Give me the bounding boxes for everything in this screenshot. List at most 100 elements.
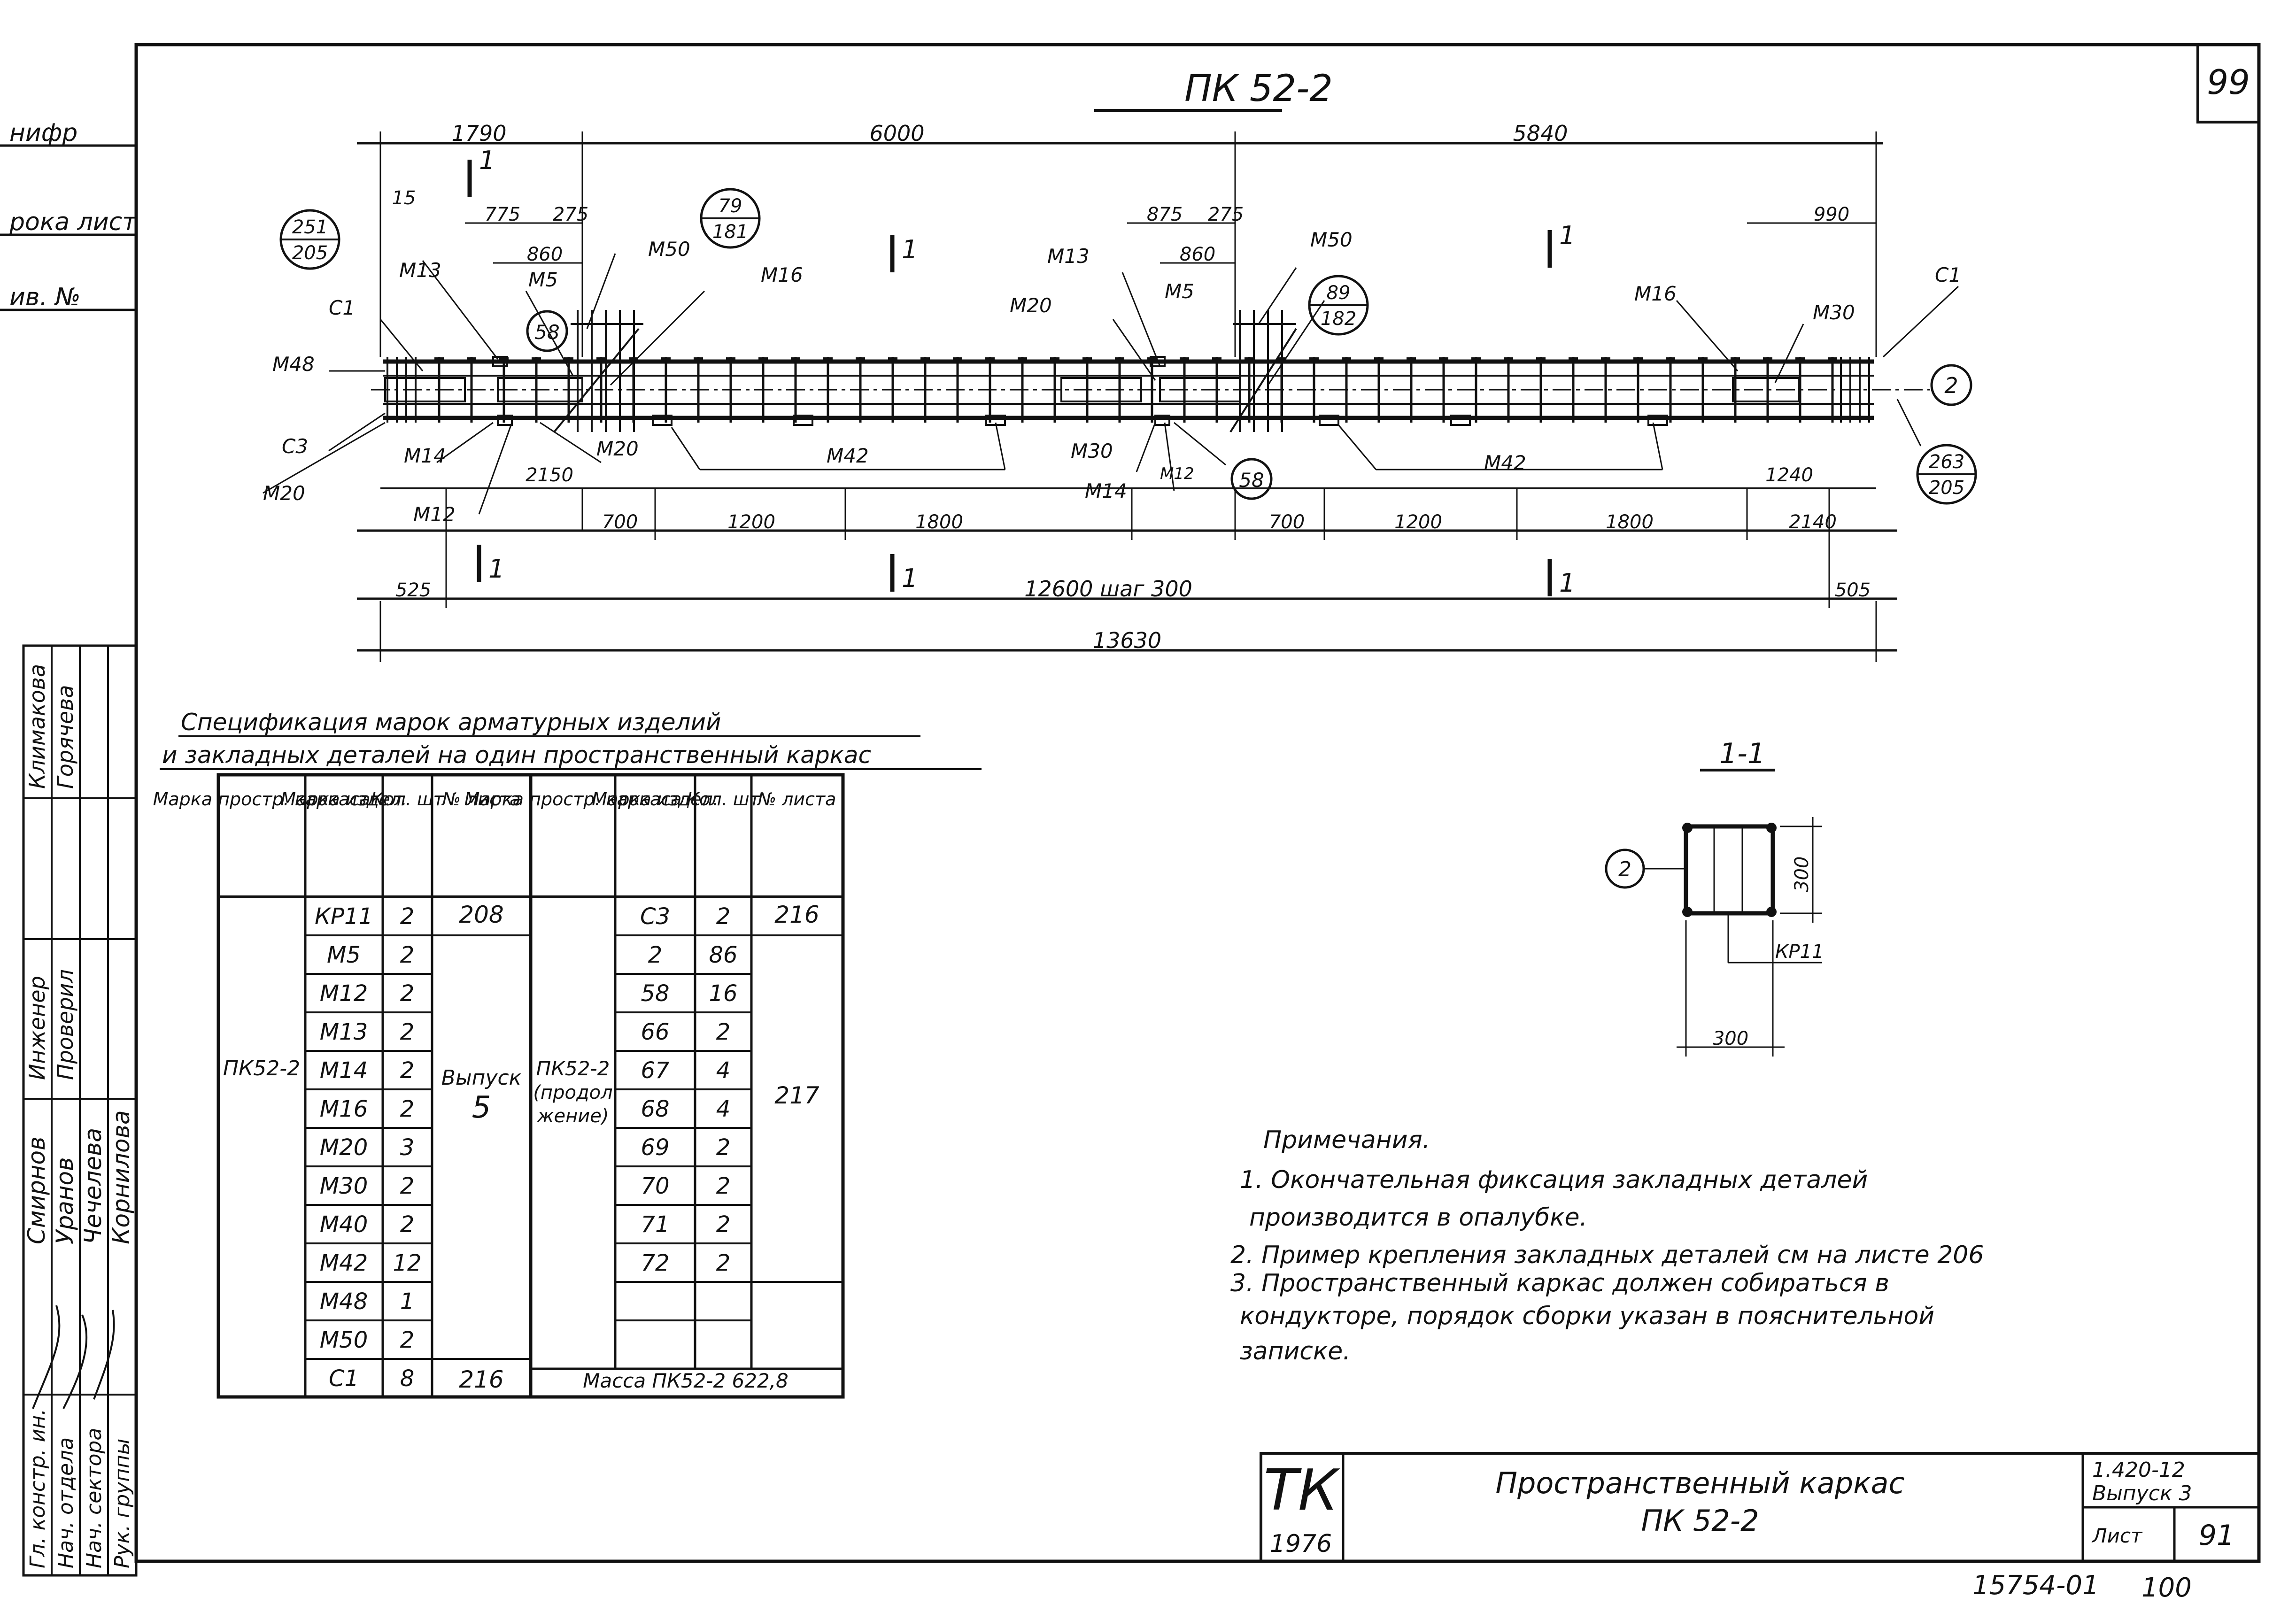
left-row-qty: 8: [400, 1365, 415, 1392]
doc-title-1: Пространственный каркас: [1495, 1466, 1904, 1500]
left-row-qty: 2: [400, 903, 415, 930]
doc-title-2: ПК 52-2: [1641, 1504, 1759, 1538]
left-row-mark: М5: [327, 942, 361, 968]
drawing-title: ПК 52-2: [1094, 68, 1333, 112]
dim-b2-5: 1200: [1394, 511, 1442, 533]
dim-b3-3: 505: [1835, 579, 1871, 601]
bubble-axis-2: 2: [1930, 364, 1972, 406]
stub-label-2: рока лист: [9, 208, 137, 236]
bubble-58-a: 58: [526, 310, 568, 352]
right-sheet-rest: 217: [774, 1082, 819, 1109]
right-row-mark: 72: [641, 1250, 669, 1276]
right-row-qty: 2: [716, 1019, 731, 1045]
left-row-mark: М13: [320, 1019, 368, 1045]
right-row-mark: 69: [641, 1134, 669, 1161]
section-mark-1: 1: [479, 146, 495, 175]
mark-label: М42: [827, 444, 869, 467]
org-year: 1976: [1270, 1530, 1332, 1558]
dim-row3-1: 860: [527, 244, 563, 265]
dim-b2-6: 1800: [1606, 511, 1654, 533]
dim-b2-7: 2140: [1789, 511, 1837, 533]
stub-label-1: нифр: [9, 119, 77, 147]
left-row-mark: М40: [320, 1211, 368, 1238]
leader-lines: [263, 253, 1959, 515]
archive-code: 15754-01: [1972, 1570, 2099, 1601]
section-mark-2: 1: [902, 235, 918, 264]
left-row-qty: 2: [400, 1173, 415, 1199]
hdr-qty-2: Кол. шт: [687, 789, 760, 810]
mark-label: М16: [761, 263, 803, 286]
series: 1.420-12: [2092, 1458, 2185, 1482]
signature-block: Гл. констр. ин. Нач. отдела Нач. сектора…: [22, 644, 138, 1577]
left-row-mark: М48: [320, 1288, 368, 1315]
dim-row2-6: 990: [1814, 204, 1849, 225]
mark-label: М20: [1010, 294, 1052, 317]
sig-name-6: Горячева: [53, 685, 78, 789]
right-row-mark: 66: [641, 1019, 669, 1045]
mark-label: М30: [1813, 301, 1855, 324]
left-row-mark: С1: [329, 1365, 359, 1392]
svg-text:58: 58: [534, 321, 559, 344]
callout-3-top: 89: [1327, 282, 1351, 304]
right-row-qty: 4: [716, 1057, 731, 1084]
left-row-qty: 2: [400, 1096, 415, 1122]
dim-row2-4: 875: [1147, 204, 1183, 225]
mark-label: М30: [1071, 440, 1113, 463]
left-row-qty: 3: [400, 1134, 415, 1161]
dim-b1-2: 1240: [1765, 464, 1813, 486]
mark-label: М13: [1047, 245, 1090, 268]
right-row-qty: 16: [709, 980, 737, 1007]
section-label: КР11: [1775, 941, 1824, 963]
left-sheet-first: 208: [459, 901, 503, 928]
section-dim-h: 300: [1713, 1028, 1748, 1049]
hdr-sheet-2: № листа: [757, 789, 836, 810]
dim-row2-2: 775: [485, 204, 520, 225]
issue: Выпуск 3: [2092, 1481, 2192, 1505]
mark-label: М50: [648, 238, 690, 261]
mark-label: М48: [272, 353, 315, 376]
right-row-mark: 70: [641, 1173, 669, 1199]
left-sheet-mid-1: Выпуск: [441, 1066, 522, 1090]
sig-role-3: Нач. сектора: [82, 1428, 106, 1568]
left-row-qty: 2: [400, 1019, 415, 1045]
dim-row3-2: 860: [1180, 244, 1215, 265]
dim-top-3: 5840: [1513, 121, 1568, 146]
callout-1-top: 251: [292, 216, 328, 238]
spec-title-2: и закладных деталей на один пространстве…: [162, 741, 871, 769]
dim-b2-3: 1800: [915, 511, 963, 533]
right-row-qty: 2: [716, 1173, 731, 1199]
mark-labels: М13 М5 С1 М48 С3 М20 М14 М12 М20 М50 М16…: [263, 228, 1961, 526]
sheet-number: 91: [2199, 1519, 2234, 1552]
section-mark-3: 1: [1559, 221, 1575, 250]
left-row-mark: М12: [320, 980, 368, 1007]
left-row-mark: М30: [320, 1173, 368, 1199]
hdr-frame-mark-2: Марка простр. каркаса: [464, 789, 682, 810]
section-cut-marks: 1 1 1 1 1 1: [467, 146, 1575, 598]
frame-mark-left: ПК52-2: [223, 1057, 300, 1080]
section-mark-6: 1: [1559, 568, 1575, 598]
left-row-qty: 2: [400, 1211, 415, 1238]
callout-263-205: 263 205: [1916, 444, 1977, 505]
notes-title: Примечания.: [1263, 1126, 1430, 1154]
hdr-qty: Кол. шт: [371, 789, 444, 810]
right-sheet-first: 216: [774, 901, 819, 928]
mark-label: М42: [1484, 451, 1526, 474]
right-row-mark: 2: [648, 942, 663, 968]
dim-top-2: 6000: [869, 121, 924, 146]
hdr-item-mark-2: Марка издел.: [592, 789, 718, 810]
left-row-qty: 2: [400, 1057, 415, 1084]
callout-79-181: 79 181: [700, 188, 761, 249]
dim-b3-2: 12600 шаг 300: [1024, 576, 1192, 602]
dim-row2-1: 15: [392, 187, 416, 209]
dim-b2-4: 700: [1269, 511, 1305, 533]
right-row-qty: 86: [709, 942, 737, 968]
svg-text:58: 58: [1239, 469, 1264, 492]
callout-3-bottom: 182: [1321, 308, 1356, 330]
left-row-mark: М42: [320, 1250, 368, 1276]
frame-mark-right-2: (продол: [533, 1082, 612, 1103]
right-row-mark: 71: [641, 1211, 669, 1238]
frame-mark-right-3: жение): [536, 1105, 609, 1127]
